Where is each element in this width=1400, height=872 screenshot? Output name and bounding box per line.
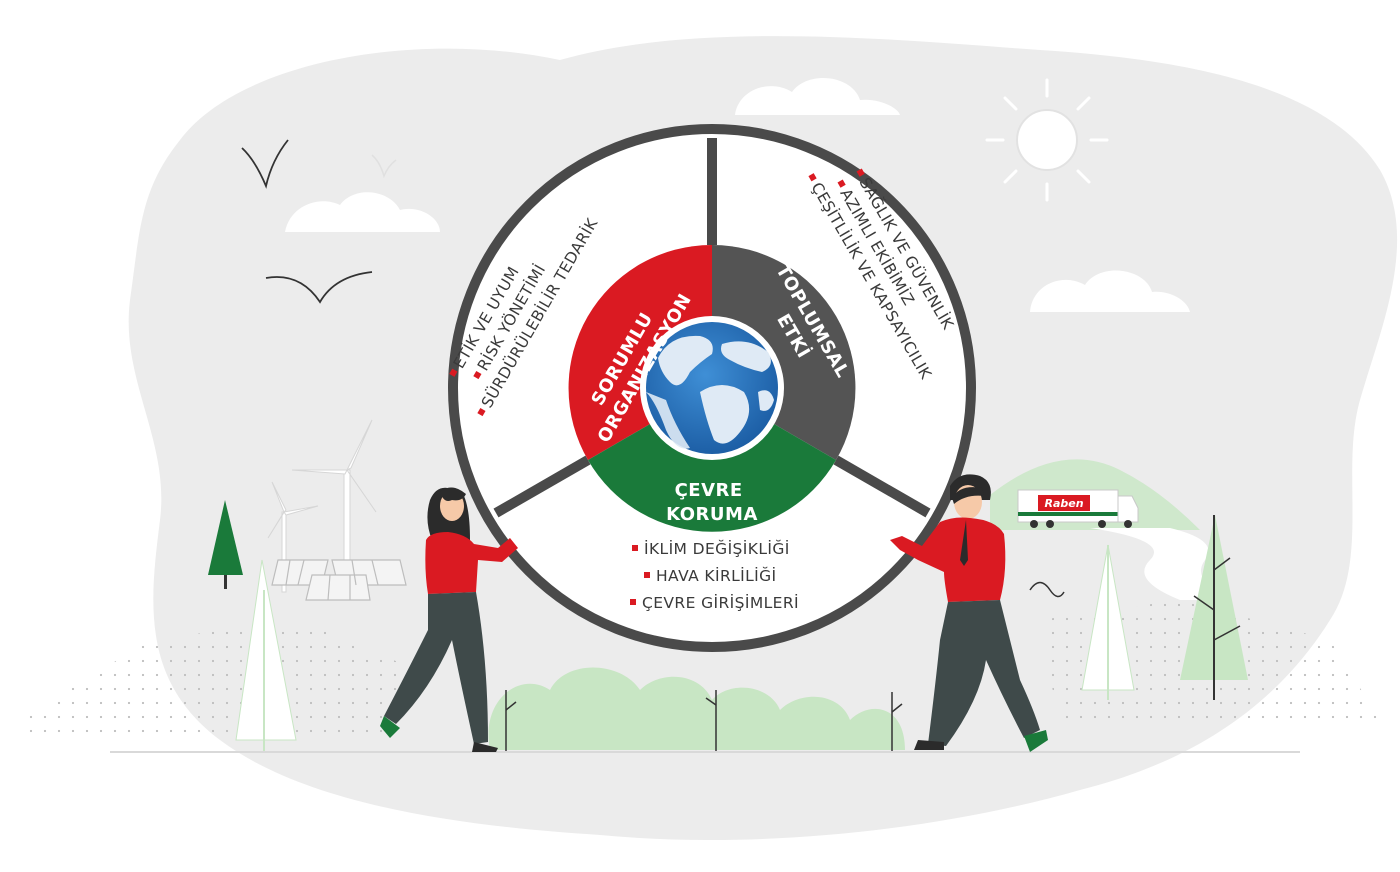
truck-brand-label: Raben	[1044, 497, 1083, 510]
svg-text:ÇEVRE GİRİŞİMLERİ: ÇEVRE GİRİŞİMLERİ	[642, 593, 799, 612]
tree-icon	[1081, 544, 1135, 700]
wind-turbine-icon	[291, 419, 377, 571]
road	[1090, 528, 1230, 600]
cloud-icon	[285, 192, 440, 232]
list-item: HAVA KİRLİLİĞİ	[644, 566, 777, 585]
sun-icon	[985, 78, 1109, 202]
list-item: İKLİM DEĞİŞİKLİĞİ	[632, 539, 790, 558]
svg-text:İKLİM DEĞİŞİKLİĞİ: İKLİM DEĞİŞİKLİĞİ	[644, 539, 790, 558]
bird-icon	[265, 271, 373, 304]
wheel-dividers	[493, 138, 931, 518]
bush-icon	[488, 667, 905, 750]
tree-icon	[208, 500, 243, 589]
dotted-ground-left	[20, 620, 440, 740]
cloud-icon	[1030, 270, 1190, 312]
bird-icon	[371, 154, 397, 179]
svg-text:HAVA KİRLİLİĞİ: HAVA KİRLİLİĞİ	[656, 566, 777, 585]
tree-icon	[1180, 515, 1248, 700]
wind-turbine-icon	[267, 481, 319, 593]
bird-icon	[241, 139, 289, 189]
truck-icon: Raben	[1017, 489, 1139, 528]
globe-icon	[640, 316, 784, 460]
person-man-icon	[890, 474, 1048, 752]
cevre-title: ÇEVRE KORUMA	[666, 480, 758, 525]
cloud-icon	[735, 78, 900, 115]
list-item: ÇEVRE GİRİŞİMLERİ	[630, 593, 799, 612]
person-woman-icon	[380, 487, 518, 752]
squiggle-path	[1029, 581, 1065, 598]
bush-icon	[505, 690, 903, 752]
cevre-items: İKLİM DEĞİŞİKLİĞİ HAVA KİRLİLİĞİ ÇEVRE G…	[630, 539, 799, 612]
solar-panel-icon	[271, 559, 407, 601]
tree-icon	[235, 559, 297, 752]
